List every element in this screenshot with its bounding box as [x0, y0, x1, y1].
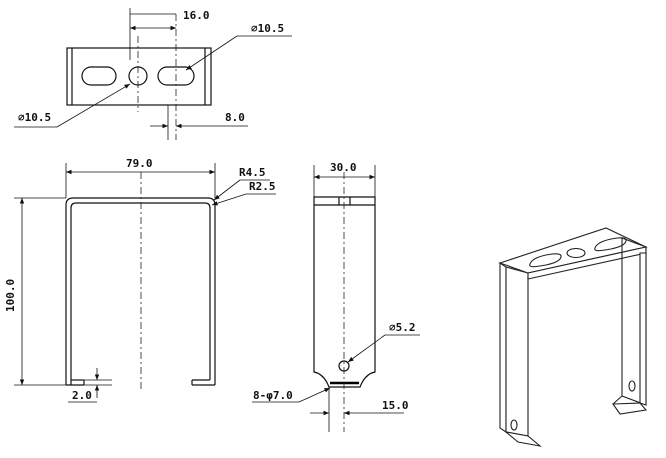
dim-radius-inner: R2.5 [249, 180, 276, 193]
dim-front-width: 79.0 [126, 157, 153, 170]
side-plate-outline [313, 196, 376, 388]
dim-hole-top: ⌀10.5 [251, 22, 284, 35]
front-view: 79.0 R4.5 R2.5 100.0 2.0 [4, 157, 276, 403]
dim-slot-pitch: 16.0 [183, 9, 210, 22]
isometric-view [498, 227, 648, 447]
bracket-inner-profile [70, 202, 211, 385]
side-view: 30.0 ⌀5.2 8-φ7.0 15.0 [252, 161, 420, 432]
dim-tab-thickness: 2.0 [72, 389, 92, 402]
dim-front-height: 100.0 [4, 279, 17, 312]
top-plate-outline [66, 47, 212, 106]
dim-hole-left: ⌀10.5 [18, 111, 51, 124]
left-slot [81, 66, 117, 86]
dim-side-width: 30.0 [330, 161, 357, 174]
dim-side-hole: ⌀5.2 [389, 321, 416, 334]
dim-radius-outer: R4.5 [239, 166, 266, 179]
bracket-outer-profile [65, 197, 216, 385]
top-view: 16.0 ⌀10.5 ⌀10.5 8.0 [14, 8, 292, 140]
side-hole [338, 360, 350, 372]
dim-slot-offset: 8.0 [225, 111, 245, 124]
dim-holes-count: 8-φ7.0 [253, 389, 293, 402]
dim-half-width: 15.0 [382, 399, 409, 412]
